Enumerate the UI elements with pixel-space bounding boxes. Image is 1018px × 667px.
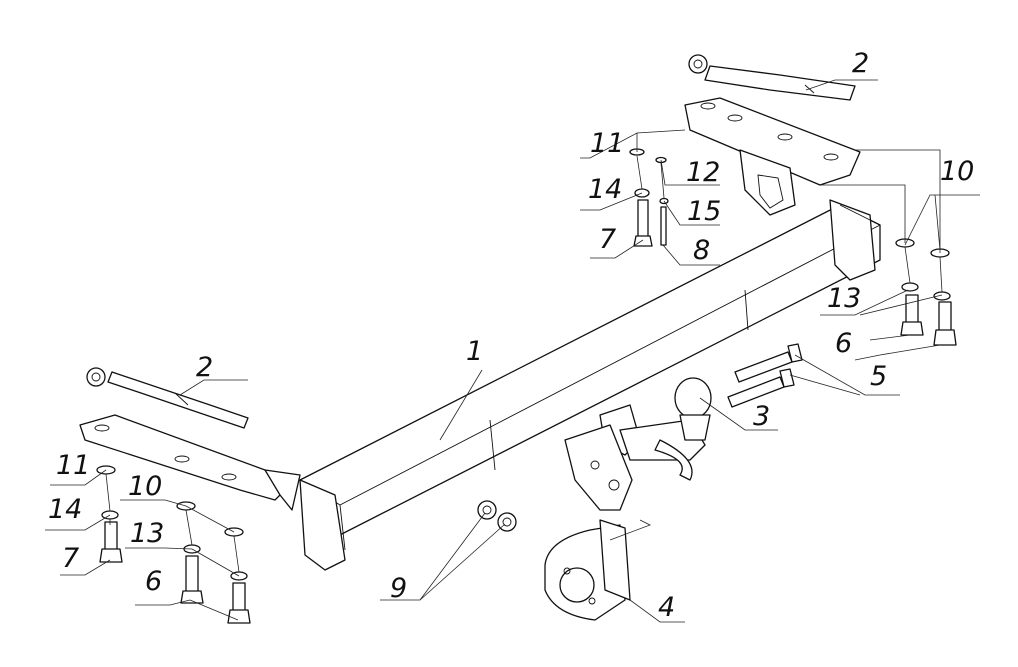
callout-2-left: 2 [196, 352, 213, 383]
callout-13-left: 13 [130, 518, 164, 549]
callout-14-left: 14 [48, 494, 82, 525]
callout-11-left: 11 [56, 450, 90, 481]
callout-7-left: 7 [62, 543, 79, 574]
callout-4: 4 [658, 592, 675, 623]
socket-plate [544, 519, 631, 621]
callout-1: 1 [466, 336, 483, 367]
right-bracket [688, 54, 856, 101]
callout-7-right: 7 [599, 224, 616, 255]
callout-15: 15 [687, 196, 721, 227]
socket-bracket [564, 424, 633, 511]
callout-10-left: 10 [128, 471, 162, 502]
callout-11-right: 11 [590, 128, 624, 159]
callout-9: 9 [390, 573, 407, 604]
callout-8: 8 [693, 235, 710, 266]
callout-6-right: 6 [835, 328, 852, 359]
leader-lines [45, 79, 980, 623]
left-fasteners [96, 465, 251, 624]
tow-ball-assembly [599, 377, 712, 481]
long-bolts [727, 343, 803, 408]
main-beam [299, 199, 881, 571]
left-bracket [86, 367, 249, 429]
callout-2-right: 2 [852, 48, 869, 79]
callout-5: 5 [870, 361, 887, 392]
callout-10-right: 10 [940, 156, 974, 187]
nuts [477, 500, 517, 532]
callout-14-right: 14 [588, 174, 622, 205]
callout-3: 3 [753, 401, 770, 432]
callout-labels: 1 2 2 3 4 5 6 6 7 7 8 9 10 10 11 11 12 1… [48, 48, 974, 623]
callout-13-right: 13 [827, 283, 861, 314]
callout-12: 12 [686, 157, 720, 188]
right-mounting-plate [684, 97, 861, 216]
left-mounting-plate [79, 414, 301, 511]
callout-6-left: 6 [145, 566, 162, 597]
